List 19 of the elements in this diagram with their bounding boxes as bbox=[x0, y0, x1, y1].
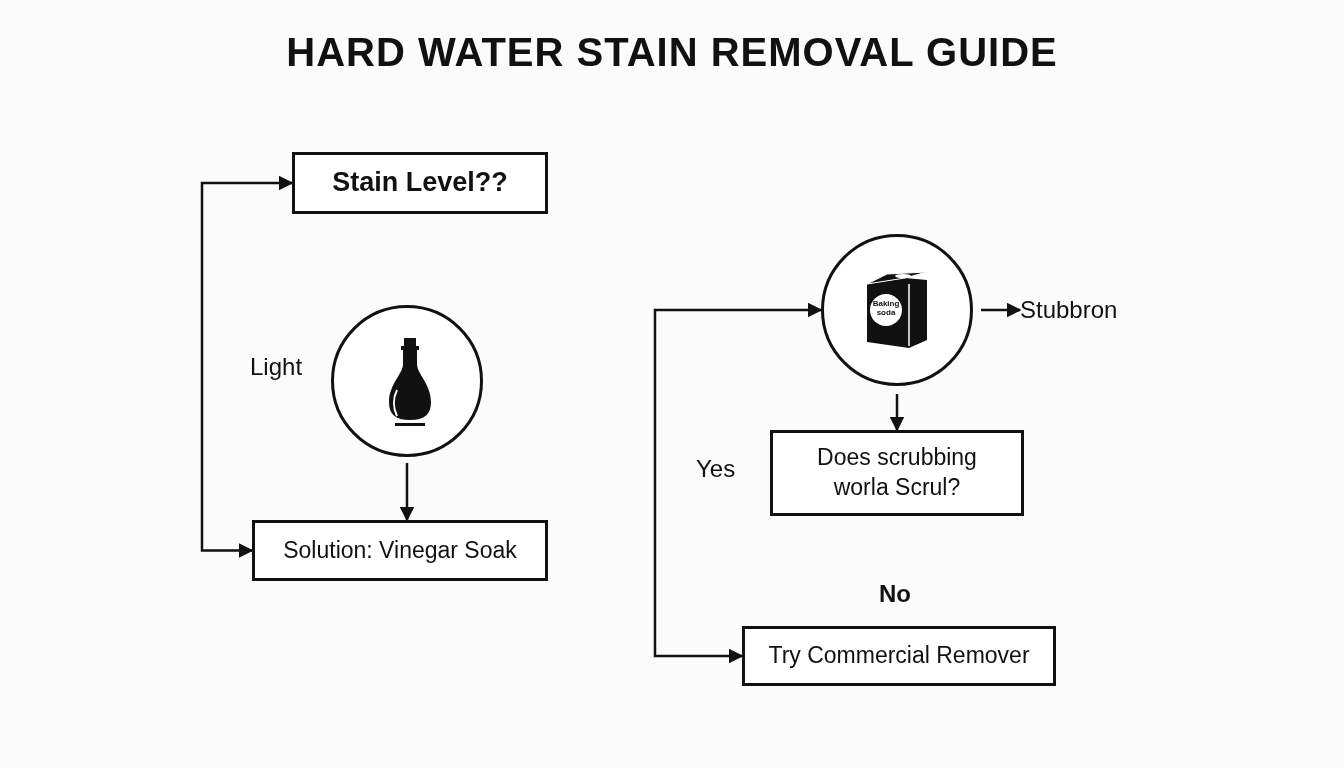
process-box bbox=[770, 430, 1024, 516]
arrow bbox=[653, 302, 823, 664]
branch-label: Yes bbox=[696, 455, 736, 483]
arrow bbox=[981, 302, 1022, 318]
process-box bbox=[252, 520, 548, 581]
branch-label: No bbox=[879, 580, 911, 608]
node-text: Stain Level?? bbox=[332, 166, 508, 200]
node-text: Stubbron bbox=[1020, 295, 1118, 326]
node-text: Does scrubbing worla Scrul? bbox=[816, 443, 978, 502]
process-box bbox=[742, 626, 1056, 686]
branch-label: Light bbox=[250, 353, 303, 381]
node-text: Solution: Vinegar Soak bbox=[283, 535, 517, 565]
diagram-title: HARD WATER STAIN REMOVAL GUIDE bbox=[285, 30, 1059, 75]
process-box bbox=[292, 152, 548, 214]
package-label: Baking soda bbox=[871, 300, 901, 318]
arrow bbox=[399, 463, 415, 522]
node-text: Try Commercial Remover bbox=[768, 641, 1030, 671]
arrow bbox=[200, 175, 294, 558]
arrow bbox=[889, 394, 905, 432]
